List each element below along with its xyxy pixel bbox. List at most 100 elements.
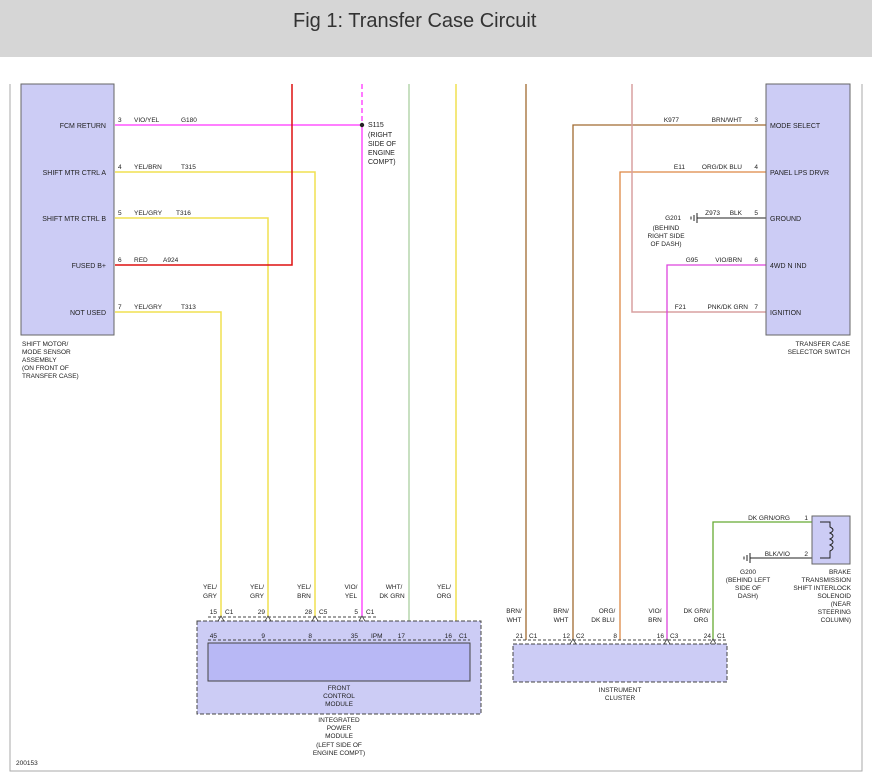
pin-number: 7 xyxy=(754,304,758,311)
wire-mode-select xyxy=(572,124,766,640)
solenoid-caption: STEERING xyxy=(818,609,851,616)
connector-id: C3 xyxy=(670,633,679,640)
wire-color-label: BRN/ xyxy=(506,608,522,615)
pin-number: 4 xyxy=(754,164,758,171)
wire-color-label: YEL/ xyxy=(437,584,451,591)
wire-color-label: BRN xyxy=(297,593,311,600)
wire-color-label: YEL/GRY xyxy=(134,304,163,311)
pin-label: GROUND xyxy=(770,216,801,223)
ground-g200: G200 (BEHIND LEFT SIDE OF DASH) xyxy=(726,553,770,600)
pin-label: NOT USED xyxy=(70,310,106,317)
transfer-case-switch: MODE SELECT PANEL LPS DRVR GROUND 4WD N … xyxy=(664,83,851,356)
ground-note: SIDE OF xyxy=(735,585,761,592)
connector-id: C1 xyxy=(529,633,538,640)
wire-color-label: YEL/ xyxy=(203,584,217,591)
wire-color-label: GRY xyxy=(250,593,265,600)
pin-label: IGNITION xyxy=(770,310,801,317)
pin-number: 5 xyxy=(118,210,122,217)
pin-label: 4WD N IND xyxy=(770,263,807,270)
wire-color-label: GRY xyxy=(203,593,218,600)
wire-color-label: BLK/VIO xyxy=(765,551,790,558)
circuit-id: T315 xyxy=(181,164,196,171)
ground-g201: G201 (BEHIND RIGHT SIDE OF DASH) xyxy=(647,213,698,248)
ipm-caption: POWER xyxy=(327,725,352,732)
ground-label: G201 xyxy=(665,215,681,222)
solenoid-caption: SHIFT INTERLOCK xyxy=(793,585,851,592)
figure-title: Fig 1: Transfer Case Circuit xyxy=(293,10,537,32)
pin-number: 35 xyxy=(351,633,359,640)
cluster-caption: INSTRUMENT xyxy=(599,687,642,694)
wire-shift-mtr-ctrl-a xyxy=(115,171,316,617)
pin-label: SHIFT MTR CTRL A xyxy=(43,170,107,177)
wire-color-label: ORG xyxy=(437,593,452,600)
wire-color-label: WHT/ xyxy=(386,584,403,591)
solenoid-caption: BRAKE xyxy=(829,569,852,576)
wire-color-label: VIO/ xyxy=(344,584,357,591)
solenoid-caption: COLUMN) xyxy=(821,617,851,624)
fcm-caption: CONTROL xyxy=(323,693,355,700)
wire-color-label: BLK xyxy=(730,210,743,217)
wire-color-label: YEL/ xyxy=(297,584,311,591)
fcm-caption: FRONT xyxy=(328,685,350,692)
wire-color-label: ORG xyxy=(694,617,709,624)
circuit-id: G95 xyxy=(686,257,699,264)
wire-color-label: VIO/YEL xyxy=(134,117,160,124)
ipm-caption: INTEGRATED xyxy=(318,717,360,724)
pin-number: 21 xyxy=(516,633,524,640)
pin-number: 3 xyxy=(118,117,122,124)
transfer-case-switch-box xyxy=(765,83,851,336)
pin-label: MODE SELECT xyxy=(770,123,821,130)
cluster-caption: CLUSTER xyxy=(605,695,636,702)
module-caption: SELECTOR SWITCH xyxy=(788,349,851,356)
wire-fused-b xyxy=(115,84,293,266)
circuit-id: Z973 xyxy=(705,210,720,217)
pin-number: 45 xyxy=(210,633,218,640)
ground-note: (BEHIND xyxy=(653,225,680,232)
wire-4wd-n-ind xyxy=(666,264,766,640)
circuit-id: G180 xyxy=(181,117,197,124)
front-control-module-box xyxy=(207,642,471,682)
solenoid-coil-icon xyxy=(820,521,834,559)
wire-panel-lps xyxy=(619,171,766,640)
wire-not-used xyxy=(115,311,222,617)
shift-interlock-solenoid: 1 2 DK GRN/ORG BLK/VIO BRAKE TRANSMISSIO… xyxy=(748,515,852,624)
connector-chevron-icon xyxy=(709,638,717,645)
wire-color-label: YEL xyxy=(345,593,358,600)
wire-color-label: BRN/ xyxy=(553,608,569,615)
pin-number: 17 xyxy=(398,633,406,640)
connector-id: C1 xyxy=(717,633,726,640)
wire-color-label: YEL/BRN xyxy=(134,164,162,171)
pin-number: 5 xyxy=(354,609,358,616)
wire-color-label: VIO/BRN xyxy=(715,257,742,264)
pin-number: 15 xyxy=(210,609,218,616)
ground-note: OF DASH) xyxy=(650,241,681,248)
pin-label: FUSED B+ xyxy=(72,263,106,270)
module-caption: MODE SENSOR xyxy=(22,349,71,356)
wires xyxy=(115,84,812,640)
figure-id: 200153 xyxy=(16,760,38,767)
wire-color-label: WHT xyxy=(554,617,569,624)
pin-number: 1 xyxy=(804,515,808,522)
splice-note-line: SIDE OF xyxy=(368,141,396,148)
figure-header: Fig 1: Transfer Case Circuit xyxy=(0,0,872,57)
solenoid-caption: (NEAR xyxy=(831,601,852,608)
pin-number: 2 xyxy=(804,551,808,558)
wire-shift-mtr-ctrl-b xyxy=(115,217,269,617)
pin-number: 12 xyxy=(563,633,571,640)
splice-s115-dot xyxy=(359,122,365,128)
wire-color-label: VIO/ xyxy=(648,608,661,615)
connector-chevron-icon xyxy=(358,615,366,622)
ground-note: DASH) xyxy=(738,593,758,600)
wire-color-label: YEL/GRY xyxy=(134,210,163,217)
wire-color-label: PNK/DK GRN xyxy=(708,304,749,311)
connector-chevron-icon xyxy=(264,615,272,622)
pin-number: 28 xyxy=(305,609,313,616)
ipm-caption: MODULE xyxy=(325,733,353,740)
pin-number: 9 xyxy=(261,633,265,640)
wire-color-label: RED xyxy=(134,257,148,264)
pin-number: 6 xyxy=(118,257,122,264)
ipm-tag: IPM xyxy=(371,633,383,640)
ground-note: (BEHIND LEFT xyxy=(726,577,770,584)
wire-color-label: DK GRN/ xyxy=(683,608,710,615)
